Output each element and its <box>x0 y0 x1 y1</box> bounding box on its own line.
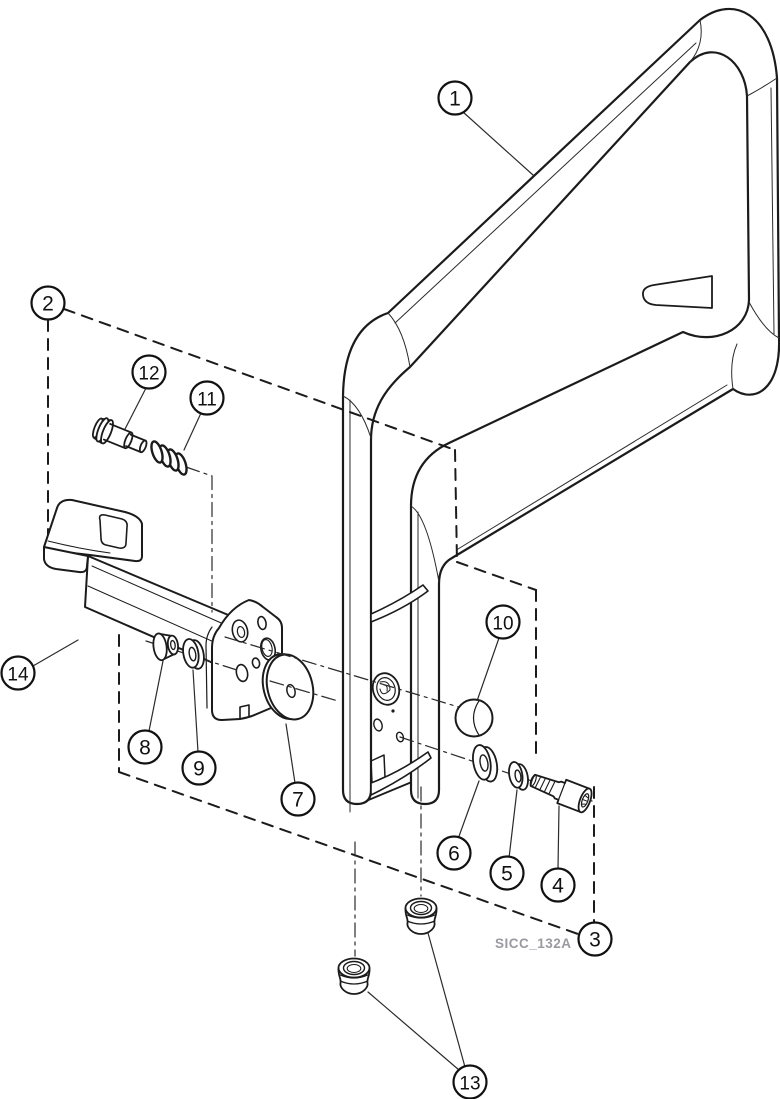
callout-8: 8 <box>127 729 163 765</box>
plate-hole <box>257 615 267 631</box>
callout-6-label: 6 <box>448 843 460 866</box>
centerline <box>224 636 463 709</box>
shoulder-bolt <box>92 417 148 454</box>
leader-line <box>367 111 560 1071</box>
plate-notch <box>239 704 250 720</box>
thread-lines <box>534 776 556 794</box>
bracket-hole <box>395 731 405 743</box>
callout-balloons: 1 2 3 4 5 6 7 8 <box>0 80 613 1099</box>
callout-10: 10 <box>485 604 521 640</box>
callout-10-label: 10 <box>492 614 513 635</box>
callout-1-label: 1 <box>449 88 461 111</box>
bracket-top-lip <box>370 584 429 623</box>
drawing-code: SICC_132A <box>495 936 572 951</box>
clamp-slot <box>98 514 128 549</box>
callout-14: 14 <box>0 655 36 691</box>
callout-9-label: 9 <box>193 758 205 781</box>
washer-9 <box>182 638 205 670</box>
washer-6 <box>472 744 499 783</box>
callout-3: 3 <box>577 921 613 957</box>
callout-11: 11 <box>189 380 225 416</box>
plate-hole <box>235 663 249 683</box>
plate-hole <box>251 657 261 669</box>
callout-4: 4 <box>540 867 576 903</box>
callout-9: 9 <box>181 750 217 786</box>
callout-4-label: 4 <box>552 875 564 898</box>
callout-12-label: 12 <box>138 364 159 385</box>
callout-13-label: 13 <box>459 1074 480 1095</box>
bracket-hole <box>373 718 383 732</box>
callout-7: 7 <box>280 781 316 817</box>
washer-5 <box>508 761 529 791</box>
clamp-arm <box>43 498 234 667</box>
callout-2: 2 <box>30 285 66 321</box>
callout-8-label: 8 <box>139 737 151 760</box>
callout-7-label: 7 <box>292 789 304 812</box>
callout-1: 1 <box>437 80 473 116</box>
threaded-plug-left <box>337 957 371 995</box>
threaded-plug-right <box>404 897 438 935</box>
threaded-insert <box>371 672 401 706</box>
callout-6: 6 <box>436 835 472 871</box>
spacer-bushing <box>152 632 179 662</box>
hex-socket <box>580 793 590 808</box>
socket-head-bolt <box>529 773 593 814</box>
bracket-bottom-lip <box>370 751 432 796</box>
rail-tab-plate <box>642 275 713 309</box>
spring <box>150 440 188 476</box>
callout-11-label: 11 <box>197 390 217 411</box>
callout-2-label: 2 <box>42 293 54 316</box>
clamp-hook-lip <box>43 546 89 574</box>
plate-hole <box>231 619 249 643</box>
armrest-frame-tube <box>341 7 780 813</box>
callout-13: 13 <box>452 1064 488 1099</box>
dashed-group-boundary <box>47 308 595 935</box>
callout-14-label: 14 <box>7 665 29 686</box>
leader-line <box>32 387 296 784</box>
callout-3-label: 3 <box>589 929 601 952</box>
dome-cap <box>454 698 494 738</box>
callout-12: 12 <box>131 354 167 390</box>
callout-5-label: 5 <box>501 863 513 886</box>
callout-5: 5 <box>489 855 525 891</box>
